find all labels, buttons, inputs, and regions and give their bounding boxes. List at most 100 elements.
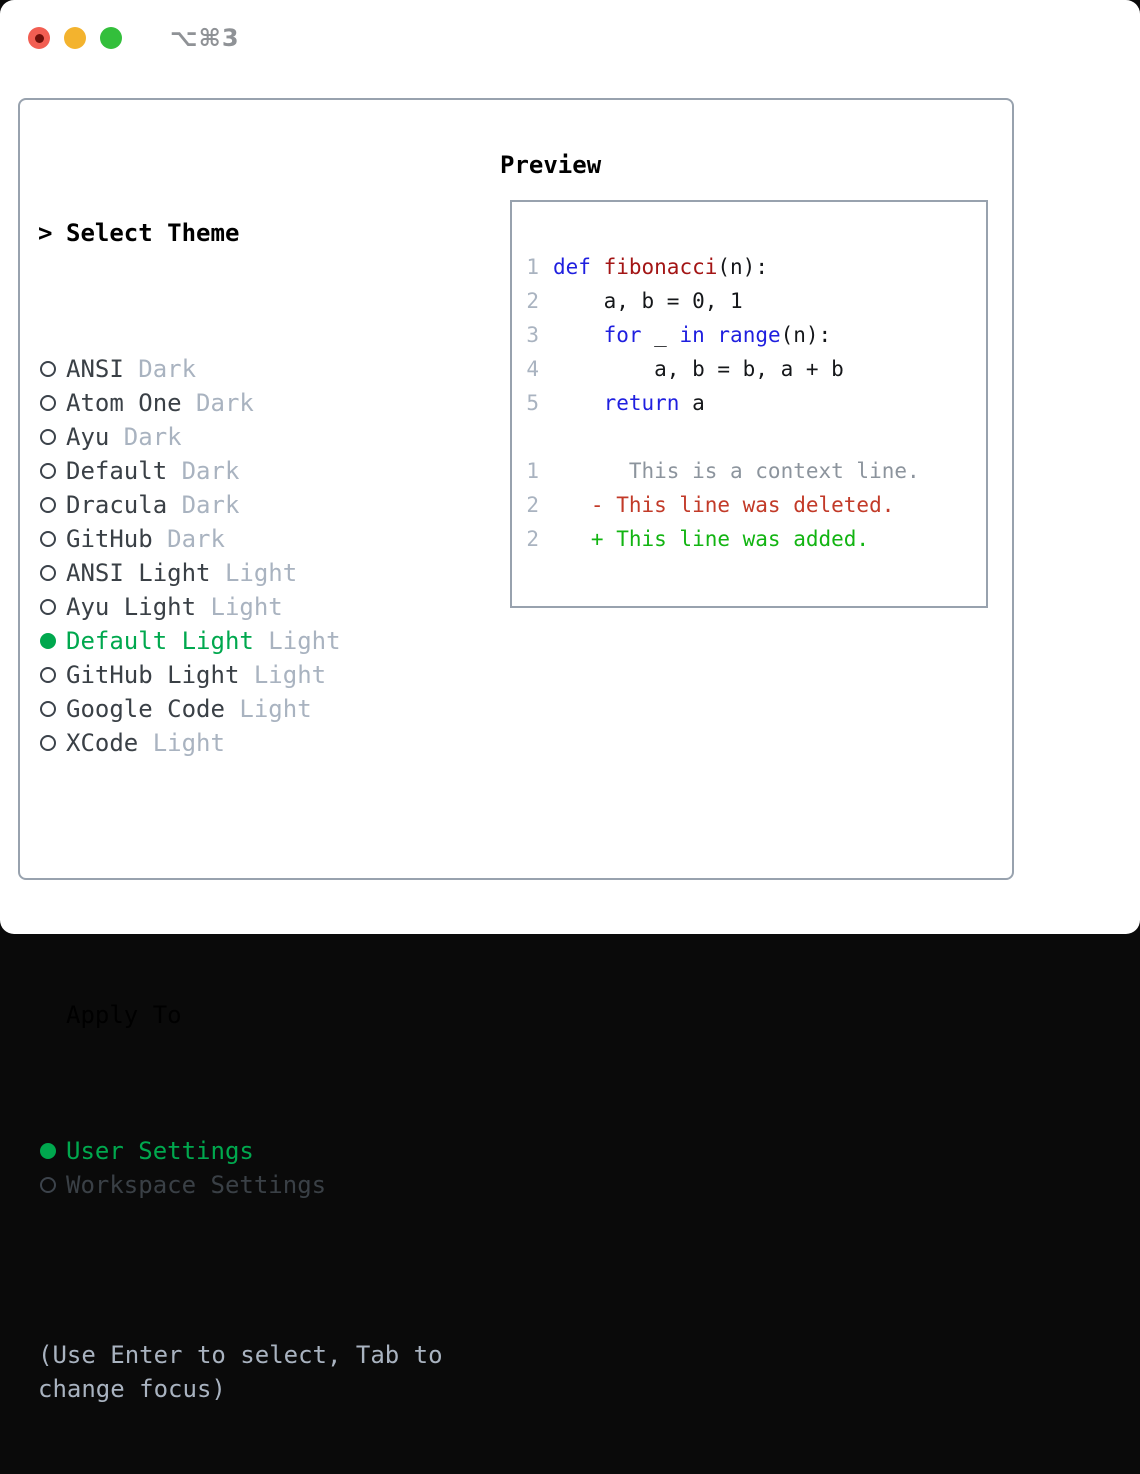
radio-circle — [40, 701, 56, 717]
line-number: 1 — [526, 459, 539, 483]
code-segment: (n): — [780, 323, 832, 347]
radio-unselected-icon — [38, 667, 66, 683]
theme-option-variant: Light — [138, 729, 225, 757]
radio-circle — [40, 667, 56, 683]
code-line — [526, 420, 986, 454]
titlebar: ⌥⌘3 — [28, 24, 240, 52]
line-number: 2 — [526, 289, 539, 313]
theme-option-ayu-light[interactable]: Ayu Light Light — [38, 590, 490, 624]
radio-circle — [40, 565, 56, 581]
theme-option-variant: Dark — [123, 355, 197, 383]
code-line: 4 a, b = b, a + b — [526, 352, 986, 386]
theme-option-name: ANSI — [66, 355, 124, 383]
theme-option-ansi-light[interactable]: ANSI Light Light — [38, 556, 490, 590]
radio-unselected-icon — [38, 565, 66, 581]
code-segment: return — [603, 391, 680, 415]
theme-option-atom-one[interactable]: Atom One Dark — [38, 386, 490, 420]
code-segment: a, b = b, a + b — [553, 357, 844, 381]
theme-option-xcode[interactable]: XCode Light — [38, 726, 490, 760]
code-segment — [591, 250, 604, 284]
line-number — [526, 420, 539, 454]
maximize-button[interactable] — [100, 27, 122, 49]
line-number: 5 — [526, 391, 539, 415]
line-number: 2 — [526, 493, 539, 517]
hint-text: (Use Enter to select, Tab to change focu… — [38, 1341, 443, 1403]
theme-option-variant: Dark — [152, 525, 225, 553]
apply-option-name: User Settings — [66, 1137, 254, 1165]
radio-circle — [40, 361, 56, 377]
radio-circle — [40, 531, 56, 547]
code-segment: (n): — [717, 255, 768, 279]
theme-option-github[interactable]: GitHub Dark — [38, 522, 490, 556]
code-segment: range — [717, 323, 781, 347]
theme-option-variant: Light — [239, 661, 327, 689]
theme-option-variant: Light — [196, 593, 283, 621]
theme-option-google-code[interactable]: Google Code Light — [38, 692, 490, 726]
code-segment: _ — [641, 323, 680, 347]
code-segment: a, b = 0, 1 — [553, 289, 743, 313]
radio-unselected-icon — [38, 735, 66, 751]
radio-unselected-icon — [38, 429, 66, 445]
theme-option-name: GitHub — [66, 525, 153, 553]
radio-circle — [40, 497, 56, 513]
theme-option-github-light[interactable]: GitHub Light Light — [38, 658, 490, 692]
theme-option-default-light[interactable]: Default Light Light — [38, 624, 490, 658]
radio-circle — [40, 1143, 56, 1159]
apply-option-workspace-settings[interactable]: Workspace Settings — [38, 1168, 490, 1202]
code-line: 2 a, b = 0, 1 — [526, 284, 986, 318]
theme-option-ansi[interactable]: ANSI Dark — [38, 352, 490, 386]
code-segment: def — [553, 255, 591, 279]
code-segment — [553, 318, 604, 352]
theme-option-default[interactable]: Default Dark — [38, 454, 490, 488]
code-segment: in — [679, 323, 705, 347]
radio-selected-icon — [38, 1143, 66, 1159]
radio-unselected-icon — [38, 395, 66, 411]
minimize-button[interactable] — [64, 27, 86, 49]
apply-option-name: Workspace Settings — [66, 1171, 327, 1199]
theme-option-name: ANSI Light — [66, 559, 211, 587]
line-number: 4 — [526, 357, 539, 381]
code-line: 2 + This line was added. — [526, 522, 986, 556]
code-segment: This is a context line. — [553, 459, 920, 483]
theme-option-name: Google Code — [66, 695, 225, 723]
theme-option-variant: Light — [210, 559, 298, 587]
theme-option-name: Default Light — [66, 627, 254, 655]
theme-option-name: GitHub Light — [66, 661, 240, 689]
radio-circle — [40, 633, 56, 649]
radio-circle — [40, 1177, 56, 1193]
radio-unselected-icon — [38, 531, 66, 547]
theme-option-name: Atom One — [66, 389, 182, 417]
line-number: 2 — [526, 527, 539, 551]
code-segment: for — [603, 323, 642, 347]
line-number: 3 — [526, 323, 539, 347]
apply-to-header: Apply To — [38, 998, 490, 1032]
close-button[interactable] — [28, 27, 50, 49]
apply-option-user-settings[interactable]: User Settings — [38, 1134, 490, 1168]
radio-unselected-icon — [38, 1177, 66, 1193]
spacer — [38, 862, 490, 896]
theme-option-variant: Light — [253, 627, 341, 655]
radio-unselected-icon — [38, 497, 66, 513]
theme-option-name: XCode — [66, 729, 139, 757]
radio-circle — [40, 599, 56, 615]
radio-unselected-icon — [38, 361, 66, 377]
theme-option-ayu[interactable]: Ayu Dark — [38, 420, 490, 454]
radio-unselected-icon — [38, 599, 66, 615]
preview-title: Preview — [500, 151, 602, 179]
apply-to-title: Apply To — [66, 1001, 182, 1029]
theme-option-variant: Dark — [181, 389, 254, 417]
code-segment: fibonacci — [603, 255, 718, 279]
theme-option-dracula[interactable]: Dracula Dark — [38, 488, 490, 522]
close-button-dot-icon — [34, 33, 44, 43]
radio-selected-icon — [38, 633, 66, 649]
code-line: 1 This is a context line. — [526, 454, 986, 488]
theme-list-title: Select Theme — [66, 219, 240, 247]
